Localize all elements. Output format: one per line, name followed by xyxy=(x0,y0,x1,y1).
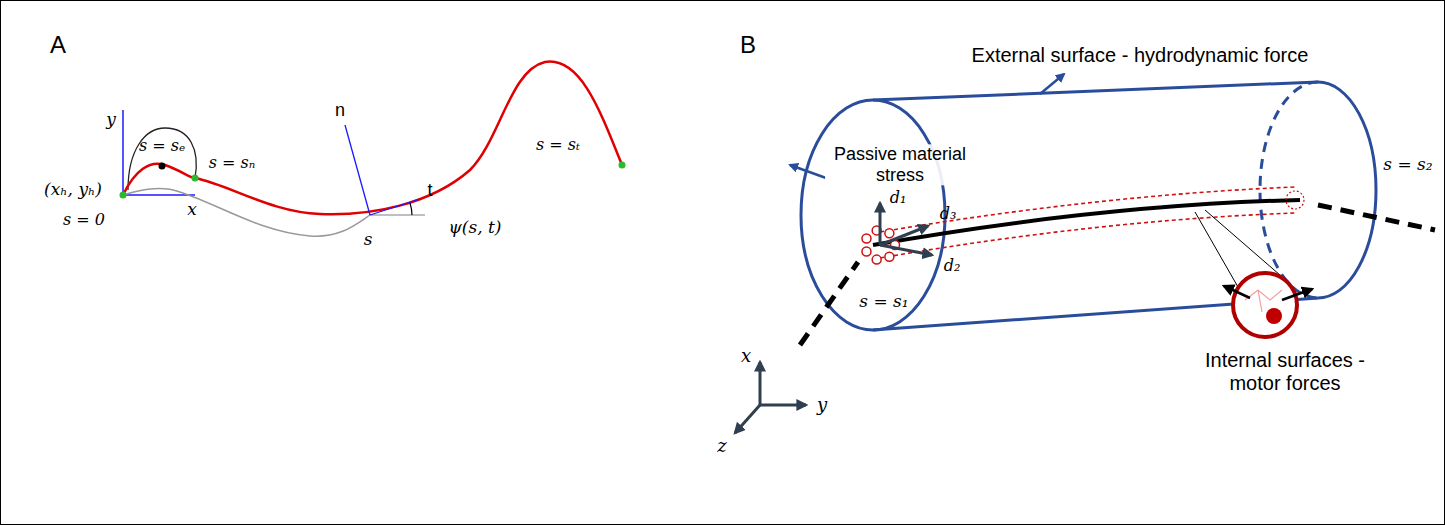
filament-section xyxy=(872,255,881,264)
angle-label: ψ(s, t) xyxy=(449,218,502,238)
annotation: External surface - hydrodynamic force xyxy=(972,44,1309,67)
z-axis-arrow xyxy=(760,404,806,407)
point-label: s xyxy=(364,230,373,250)
x-axis-arrow xyxy=(759,362,762,405)
filament-section xyxy=(862,234,871,243)
point-label: (xₕ, yₕ) xyxy=(44,180,102,200)
motor-force-arrow xyxy=(1224,286,1250,298)
x-axis xyxy=(123,194,195,196)
head-outline xyxy=(128,128,196,190)
filament-section xyxy=(862,247,871,256)
point-label: s = 0 xyxy=(63,211,105,229)
neck-point xyxy=(192,175,199,182)
point-label: s = sₜ xyxy=(536,136,580,154)
d3-vector xyxy=(880,226,928,245)
tangent-vector xyxy=(370,199,420,215)
cylinder-section xyxy=(801,100,945,330)
axis-label: z xyxy=(717,436,726,457)
point-label: s = sₙ xyxy=(209,154,255,172)
cylinder-end-front xyxy=(1318,82,1376,298)
y-axis-arrow xyxy=(735,405,760,433)
vector-label: d₂ xyxy=(944,257,961,275)
callout-leader xyxy=(1205,210,1288,282)
hydrodynamic-arrow xyxy=(1040,74,1064,94)
motor-callout xyxy=(1233,273,1297,337)
filament-tube-top xyxy=(880,187,1295,232)
point-label: s = s₁ xyxy=(859,292,908,312)
backbone-before xyxy=(800,262,858,345)
normal-vector xyxy=(345,125,370,215)
panel-b-drawing xyxy=(735,74,1435,433)
point-label: s = sₑ xyxy=(139,137,185,155)
vector-label: d₃ xyxy=(940,205,957,223)
tail-point xyxy=(619,162,626,169)
axis-label: y xyxy=(106,110,116,130)
motor-head xyxy=(1266,308,1282,324)
annotation: Internal surfaces - motor forces xyxy=(1180,349,1390,395)
annotation: Passive material stress xyxy=(825,144,975,185)
axis-label: y xyxy=(817,395,827,416)
filament-ring-end xyxy=(1286,191,1304,209)
vector-label: n xyxy=(335,100,345,121)
panel-letter: B xyxy=(740,31,756,59)
horizontal-reference xyxy=(370,214,425,216)
motor-force-arrow xyxy=(1282,289,1312,300)
panel-a-drawing xyxy=(120,62,626,237)
filament-section xyxy=(885,252,894,261)
callout-leader xyxy=(1195,212,1238,287)
y-axis xyxy=(122,110,124,195)
angle-arc xyxy=(410,203,412,215)
eye-point xyxy=(159,163,166,170)
axis-label: x xyxy=(187,200,197,220)
vector-label: d₁ xyxy=(890,189,907,207)
stress-arrow xyxy=(790,165,826,178)
axis-label: x xyxy=(741,346,751,367)
filament-section xyxy=(885,229,894,238)
panel-letter: A xyxy=(50,31,66,59)
d2-vector xyxy=(880,245,932,255)
head-point xyxy=(120,192,127,199)
body-curve xyxy=(123,62,622,215)
point-label: s = s₂ xyxy=(1383,155,1432,175)
vector-label: t xyxy=(427,180,432,201)
backbone-after xyxy=(1318,205,1435,230)
d1-vector xyxy=(879,203,882,245)
cylinder-top xyxy=(873,82,1318,100)
